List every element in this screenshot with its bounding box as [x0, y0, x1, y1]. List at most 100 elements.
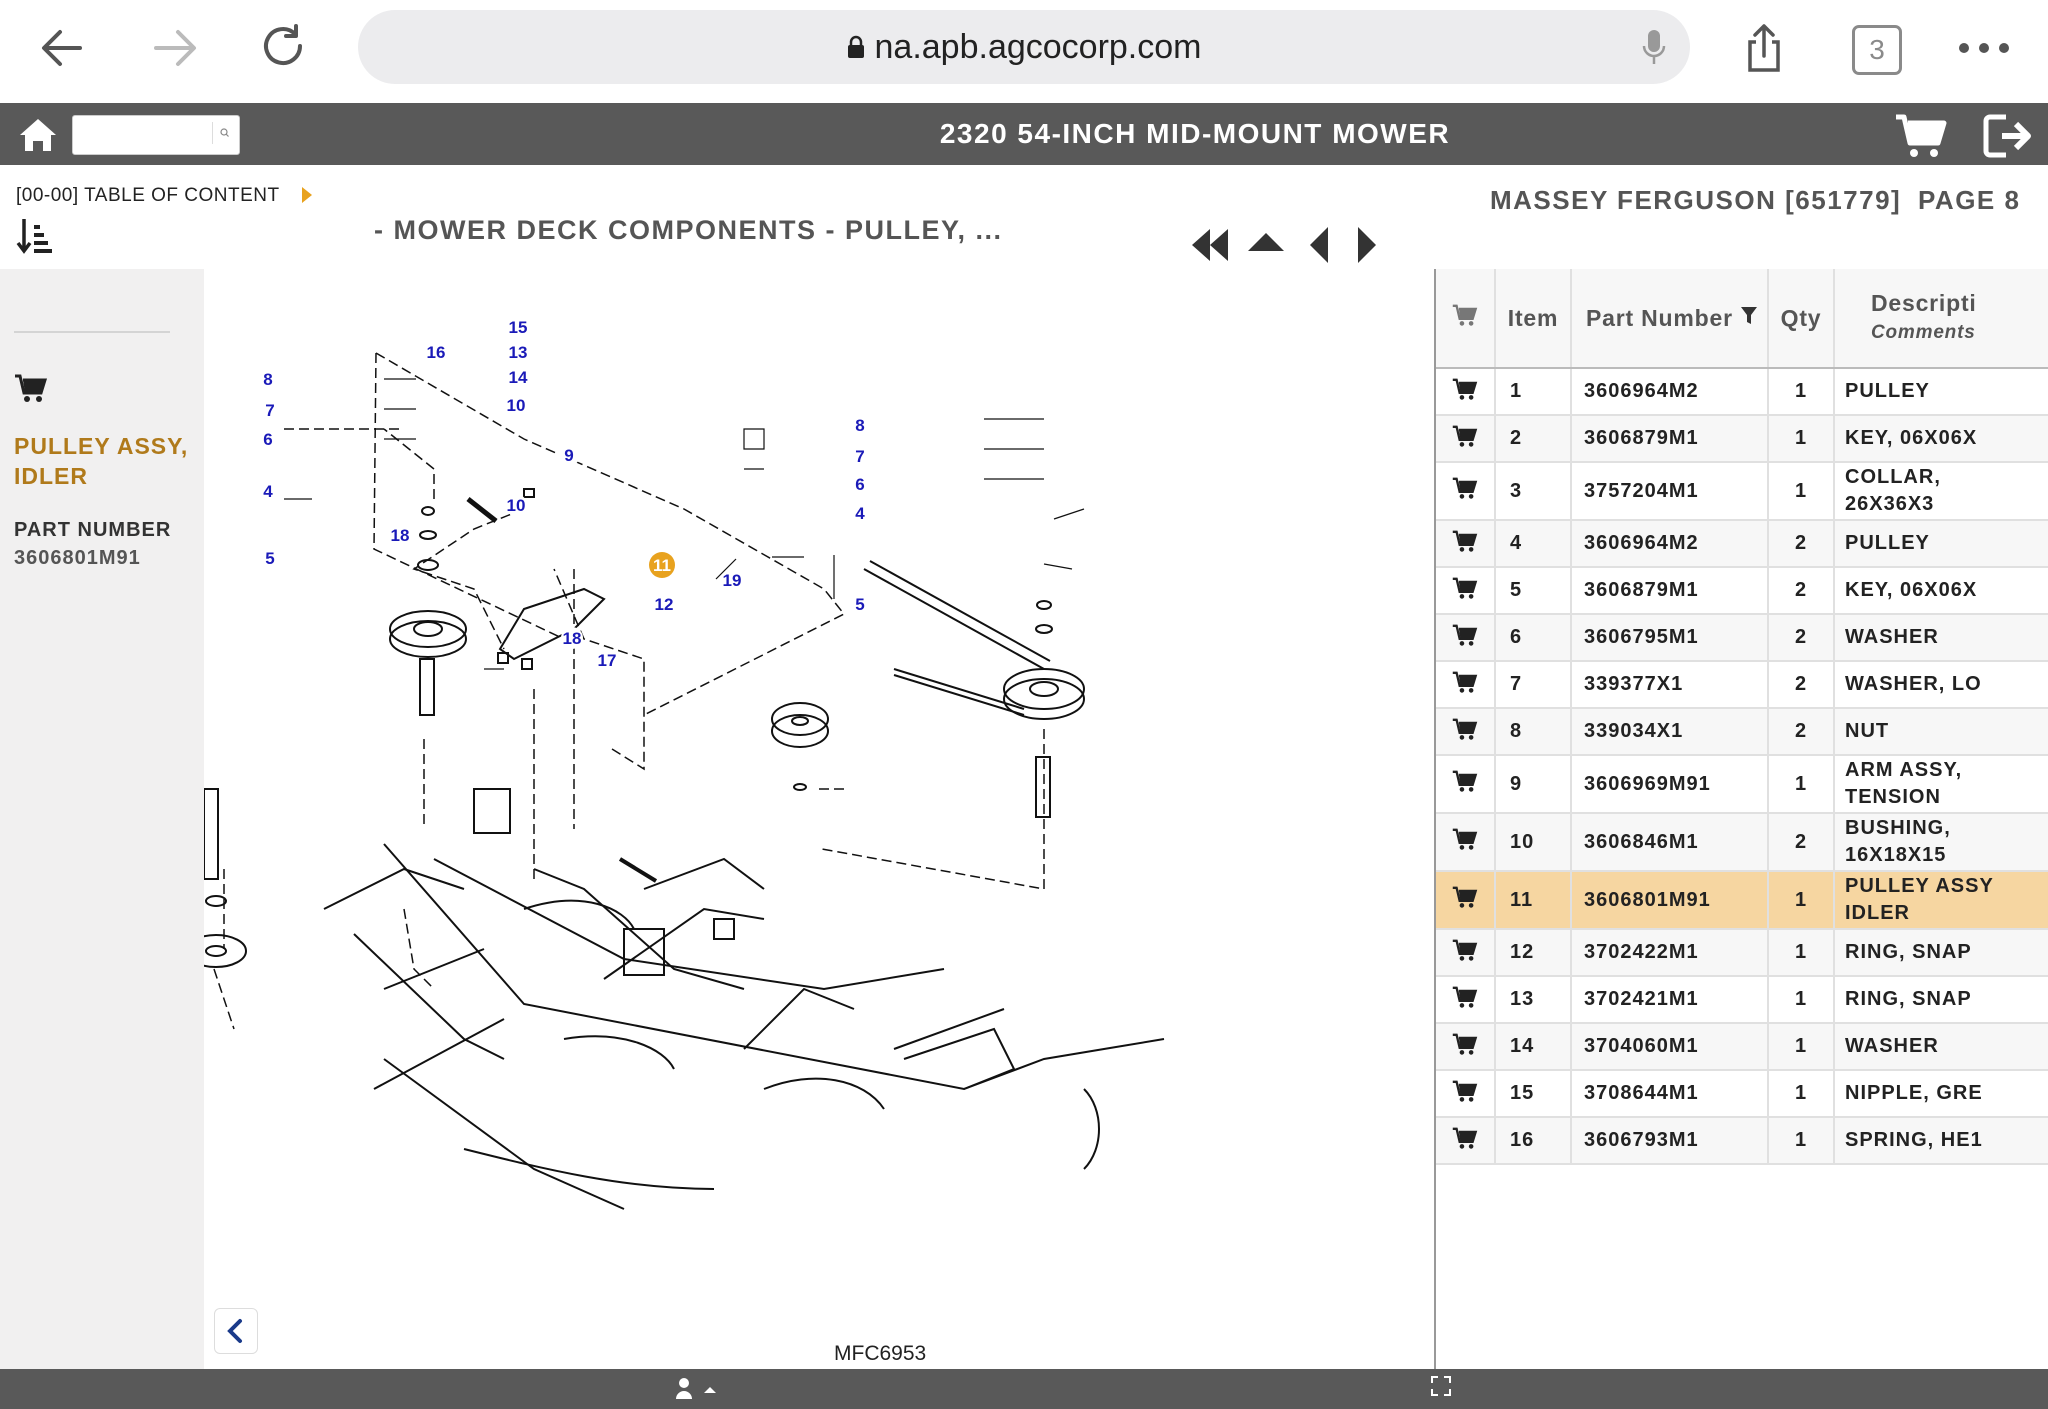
more-icon[interactable] — [1952, 16, 2016, 80]
callout-19[interactable]: 19 — [721, 569, 743, 591]
header-item[interactable]: Item — [1495, 269, 1572, 369]
callout-6[interactable]: 6 — [257, 428, 279, 450]
callout-label: 5 — [855, 595, 864, 614]
exploded-parts-diagram[interactable]: 15 13 14 10 9 10 16 8 7 6 4 5 18 11 12 18 17 19 8 7 6 4 5 — [204, 269, 1430, 1369]
up-icon[interactable] — [1244, 221, 1288, 265]
user-icon[interactable] — [674, 1377, 722, 1401]
cart-icon — [1452, 770, 1478, 798]
description-cell: RING, SNAP — [1834, 929, 2048, 977]
callout-7[interactable]: 7 — [849, 445, 871, 467]
add-to-cart-button[interactable] — [1436, 755, 1496, 814]
resize-icon[interactable] — [1430, 1375, 1452, 1397]
add-to-cart-button[interactable] — [1436, 1117, 1496, 1165]
prev-icon[interactable] — [1298, 221, 1342, 265]
header-part-number[interactable]: Part Number — [1571, 269, 1769, 369]
callout-13[interactable]: 13 — [507, 341, 529, 363]
search-icon[interactable] — [212, 122, 235, 144]
add-to-cart-button[interactable] — [1436, 976, 1496, 1024]
cart-icon[interactable] — [1894, 113, 1948, 159]
qty-cell: 1 — [1768, 1117, 1835, 1165]
qty-cell: 1 — [1768, 415, 1835, 463]
share-icon[interactable] — [1732, 16, 1796, 80]
callout-5[interactable]: 5 — [849, 593, 871, 615]
add-to-cart-button[interactable] — [1436, 929, 1496, 977]
callout-8[interactable]: 8 — [257, 368, 279, 390]
filter-icon[interactable] — [1740, 306, 1758, 326]
callout-11[interactable]: 11 — [649, 552, 675, 578]
search-input[interactable] — [77, 119, 209, 151]
callout-6[interactable]: 6 — [849, 473, 871, 495]
search-field[interactable] — [72, 115, 240, 155]
add-to-cart-button[interactable] — [1436, 415, 1496, 463]
callout-17[interactable]: 17 — [596, 649, 618, 671]
home-icon[interactable] — [16, 113, 60, 157]
add-to-cart-button[interactable] — [1436, 1070, 1496, 1118]
forward-arrow-icon[interactable] — [142, 16, 206, 80]
toc-expand-icon[interactable] — [302, 187, 312, 203]
url-bar[interactable]: na.apb.agcocorp.com — [358, 10, 1690, 84]
callout-14[interactable]: 14 — [507, 366, 529, 388]
microphone-icon[interactable] — [1642, 28, 1666, 68]
callout-4[interactable]: 4 — [257, 480, 279, 502]
description-cell: PULLEY — [1834, 520, 2048, 568]
sort-icon[interactable] — [16, 217, 54, 255]
back-arrow-icon[interactable] — [32, 16, 96, 80]
tab-switcher-button[interactable]: 3 — [1852, 25, 1902, 75]
add-to-cart-button[interactable] — [1436, 871, 1496, 930]
next-icon[interactable] — [1344, 221, 1388, 265]
callout-10[interactable]: 10 — [505, 394, 527, 416]
add-to-cart-button[interactable] — [1436, 813, 1496, 872]
add-to-cart-button[interactable] — [1436, 567, 1496, 615]
add-to-cart-button[interactable] — [1436, 614, 1496, 662]
callout-7[interactable]: 7 — [259, 399, 281, 421]
callout-10[interactable]: 10 — [505, 494, 527, 516]
cart-icon — [1452, 304, 1478, 326]
page-title: 2320 54-INCH MID-MOUNT MOWER — [939, 118, 1451, 149]
collapse-panel-button[interactable] — [214, 1308, 258, 1354]
add-to-cart-button[interactable] — [1436, 708, 1496, 756]
add-to-cart-button[interactable] — [1436, 1023, 1496, 1071]
callout-4[interactable]: 4 — [849, 502, 871, 524]
callout-5[interactable]: 5 — [259, 547, 281, 569]
header-description[interactable]: Descripti Comments — [1834, 269, 2048, 369]
page-indicator: PAGE 8 — [1918, 185, 2021, 215]
add-to-cart-button[interactable] — [1436, 368, 1496, 416]
callout-18[interactable]: 18 — [389, 524, 411, 546]
add-to-cart-button[interactable] — [1436, 520, 1496, 568]
item-cell: 5 — [1495, 567, 1572, 615]
logout-icon[interactable] — [1980, 111, 2036, 161]
header-qty[interactable]: Qty — [1768, 269, 1835, 369]
cart-icon[interactable] — [14, 373, 48, 403]
callout-9[interactable]: 9 — [558, 444, 580, 466]
header-cart-column[interactable] — [1436, 269, 1496, 369]
reload-icon[interactable] — [252, 16, 316, 80]
add-to-cart-button[interactable] — [1436, 462, 1496, 521]
callout-18[interactable]: 18 — [561, 627, 583, 649]
cart-icon — [1452, 624, 1478, 652]
qty-cell: 2 — [1768, 520, 1835, 568]
callout-16[interactable]: 16 — [425, 341, 447, 363]
callout-8[interactable]: 8 — [849, 414, 871, 436]
callout-12[interactable]: 12 — [653, 593, 675, 615]
first-page-icon[interactable] — [1188, 221, 1232, 265]
description-line-2: TENSION — [1845, 786, 1941, 808]
table-of-contents-link[interactable]: [00-00] TABLE OF CONTENT — [16, 185, 280, 206]
callout-15[interactable]: 15 — [507, 316, 529, 338]
add-to-cart-button[interactable] — [1436, 661, 1496, 709]
